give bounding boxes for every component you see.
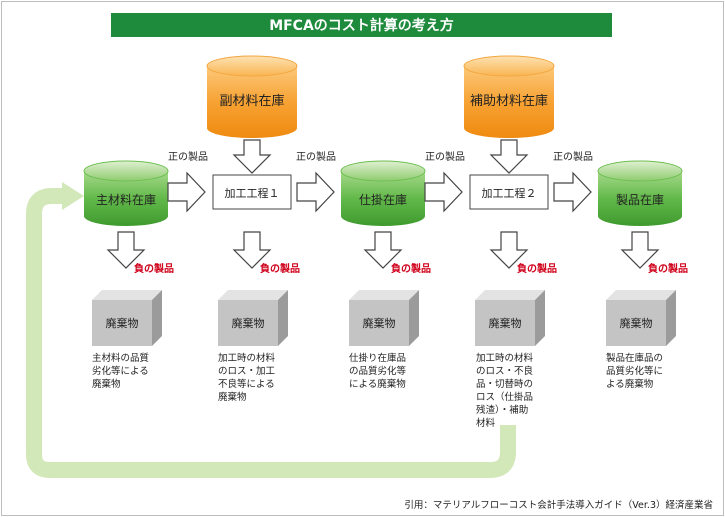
diagram-title: MFCAのコスト計算の考え方 xyxy=(111,13,612,37)
down-arrow-aux-material xyxy=(489,139,529,174)
waste-description-4: 加工時の材料 のロス・不良 品・切替時の ロス（仕掛品 残渣）・補助 材料 xyxy=(476,353,534,429)
negative-product-label-5: 負の製品 xyxy=(648,262,688,275)
down-arrow-waste-1 xyxy=(106,231,146,269)
citation: 引用：マテリアルフローコスト会計手法導入ガイド（Ver.3）経済産業省 xyxy=(404,500,713,511)
cylinder-main-material-label: 主材料在庫 xyxy=(96,193,156,207)
return-loop-arrowhead xyxy=(62,182,84,210)
waste-box-4-label: 廃棄物 xyxy=(489,316,522,330)
cylinder-wip: 仕掛在庫 xyxy=(340,160,426,226)
positive-product-label-2: 正の製品 xyxy=(296,150,336,163)
process-box-1: 加工工程１ xyxy=(212,174,292,210)
down-arrow-waste-3 xyxy=(363,231,403,269)
cylinder-sub-material: 副材料在庫 xyxy=(206,55,298,138)
down-arrow-waste-2 xyxy=(232,231,272,269)
cylinder-product-label: 製品在庫 xyxy=(616,193,664,207)
right-arrow-1 xyxy=(167,171,206,213)
process-box-2: 加工工程２ xyxy=(469,174,549,210)
waste-description-2: 加工時の材料 のロス・加工 不良等による 廃棄物 xyxy=(218,353,276,403)
negative-product-label-2: 負の製品 xyxy=(260,262,300,275)
waste-description-3: 仕掛り在庫品 の品質劣化等 による廃棄物 xyxy=(349,353,407,390)
positive-product-label-4: 正の製品 xyxy=(553,150,593,163)
cylinder-aux-material-label: 補助材料在庫 xyxy=(470,94,548,109)
waste-description-1: 主材料の品質 劣化等による 廃棄物 xyxy=(92,353,150,390)
down-arrow-sub-material xyxy=(232,139,272,174)
waste-box-3-label: 廃棄物 xyxy=(363,316,396,330)
cylinder-aux-material: 補助材料在庫 xyxy=(463,55,555,138)
waste-box-1-label: 廃棄物 xyxy=(106,316,139,330)
return-loop-arrow xyxy=(26,188,516,478)
down-arrow-waste-5 xyxy=(620,231,660,269)
waste-box-1: 廃棄物 xyxy=(92,290,162,346)
process-box-2-label: 加工工程２ xyxy=(482,187,537,200)
waste-description-5: 製品在庫品の 品質劣化等に よる廃棄物 xyxy=(606,353,664,390)
cylinder-product: 製品在庫 xyxy=(597,160,683,226)
right-arrow-3 xyxy=(424,171,463,213)
negative-product-label-1: 負の製品 xyxy=(134,262,174,275)
cylinder-main-material: 主材料在庫 xyxy=(83,160,169,226)
down-arrow-waste-4 xyxy=(489,231,529,269)
cylinder-wip-label: 仕掛在庫 xyxy=(359,192,407,207)
process-box-1-label: 加工工程１ xyxy=(225,187,280,200)
waste-box-2-label: 廃棄物 xyxy=(232,316,265,330)
waste-box-2: 廃棄物 xyxy=(218,290,288,346)
right-arrow-4 xyxy=(553,171,592,213)
waste-box-5-label: 廃棄物 xyxy=(620,316,653,330)
waste-box-4: 廃棄物 xyxy=(475,290,545,346)
right-arrow-2 xyxy=(296,171,335,213)
cylinder-sub-material-label: 副材料在庫 xyxy=(219,94,284,109)
negative-product-label-4: 負の製品 xyxy=(517,262,557,275)
positive-product-label-1: 正の製品 xyxy=(168,150,208,163)
positive-product-label-3: 正の製品 xyxy=(425,150,465,163)
waste-box-3: 廃棄物 xyxy=(349,290,419,346)
negative-product-label-3: 負の製品 xyxy=(391,262,431,275)
waste-box-5: 廃棄物 xyxy=(606,290,676,346)
